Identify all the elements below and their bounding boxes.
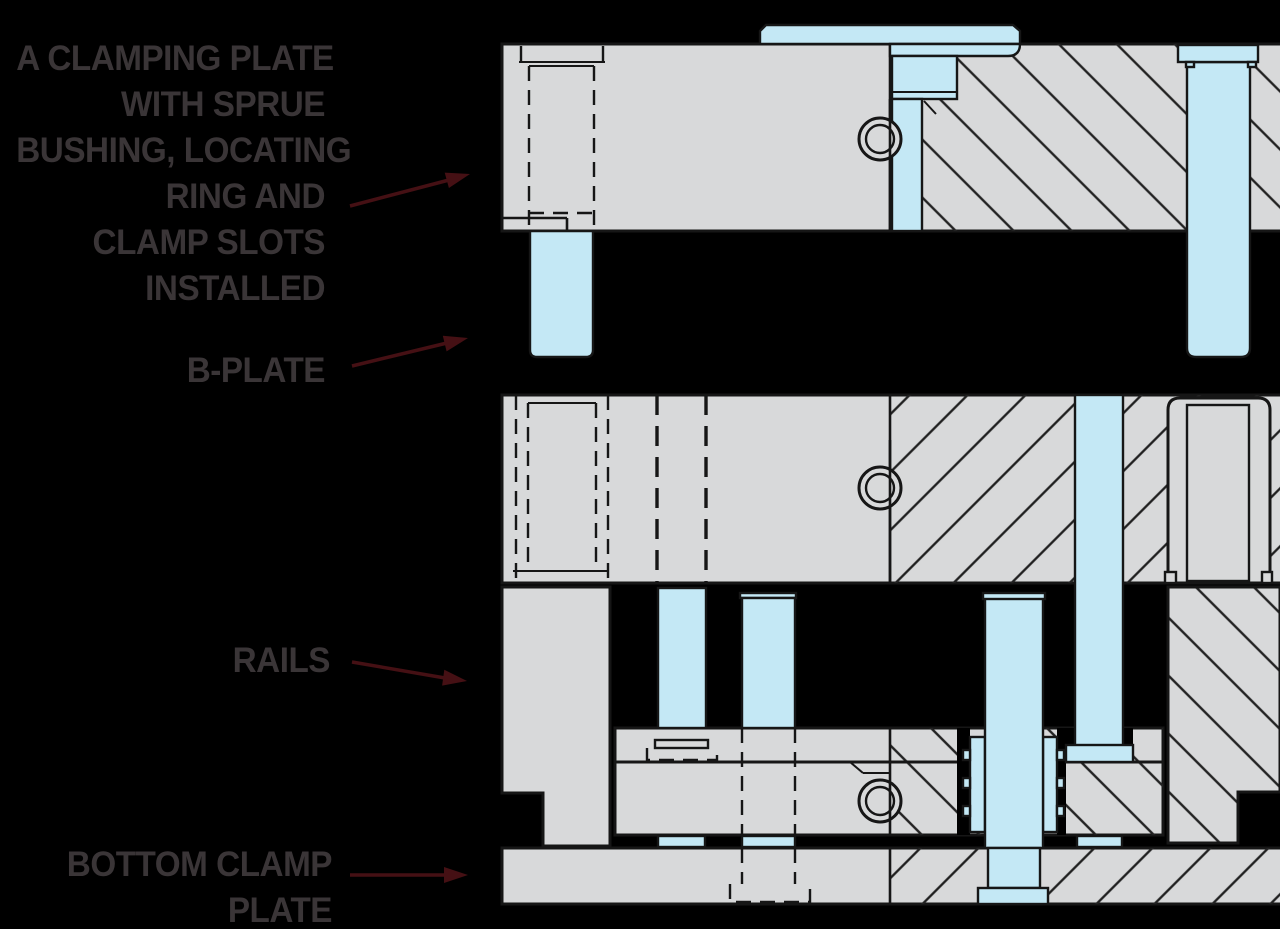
bottom-assembly: [500, 585, 1280, 906]
water-line-circle-middle: [857, 465, 903, 511]
label-line: B-PLATE: [186, 351, 326, 390]
return-pin-long: [1073, 393, 1125, 749]
ejector-rod: [976, 591, 1050, 906]
label-line: RING AND: [165, 177, 326, 216]
leader-pin: [1176, 43, 1260, 359]
label-line: PLATE: [227, 891, 333, 929]
return-pin-under-a-plate: [528, 229, 595, 359]
hidden-screw-hole: [519, 46, 605, 226]
arrow-a-clamping-plate: [349, 172, 470, 208]
label-line: WITH SPRUE: [121, 85, 325, 124]
label-a-clamping-plate: A CLAMPING PLATE WITH SPRUE BUSHING, LOC…: [16, 36, 352, 312]
ejector-rod-sleeves: [961, 735, 1066, 834]
label-b-plate: B-PLATE: [16, 348, 326, 394]
clamp-slot-step: [502, 216, 569, 231]
guide-bushing-socket: [1163, 396, 1274, 585]
label-bottom-clamp-plate: BOTTOM CLAMP PLATE: [17, 842, 333, 929]
ejector-pin-2: [740, 596, 797, 730]
label-line: RAILS: [232, 641, 331, 680]
label-line: BUSHING, LOCATING: [16, 131, 352, 170]
arrow-b-plate: [351, 335, 468, 368]
a-clamping-plate-assembly: [500, 23, 1280, 359]
arrow-rails: [351, 660, 467, 686]
locating-ring: [758, 23, 1022, 58]
label-rails: RAILS: [17, 638, 331, 684]
label-line: INSTALLED: [145, 269, 325, 308]
pins: [656, 393, 1135, 906]
sprue-bushing: [890, 54, 959, 233]
bottom-clamp-plate: [500, 846, 1280, 906]
support-block-right: [1166, 585, 1280, 845]
rail-left: [500, 585, 612, 848]
ejector-pin-1: [656, 586, 708, 730]
label-arrows: [349, 172, 470, 883]
water-line-circle-top: [857, 116, 903, 162]
return-pin-flange: [1064, 743, 1135, 764]
b-plate-assembly: [500, 393, 1280, 585]
label-line: CLAMP SLOTS: [92, 223, 326, 262]
water-line-circle-bottom: [857, 778, 903, 824]
arrow-bottom-clamp-plate: [350, 867, 468, 883]
hidden-pin-head-pocket: [645, 738, 719, 762]
label-line: BOTTOM CLAMP: [66, 845, 333, 884]
label-line: A CLAMPING PLATE: [16, 39, 334, 78]
hidden-pocket-b-plate: [513, 395, 610, 583]
